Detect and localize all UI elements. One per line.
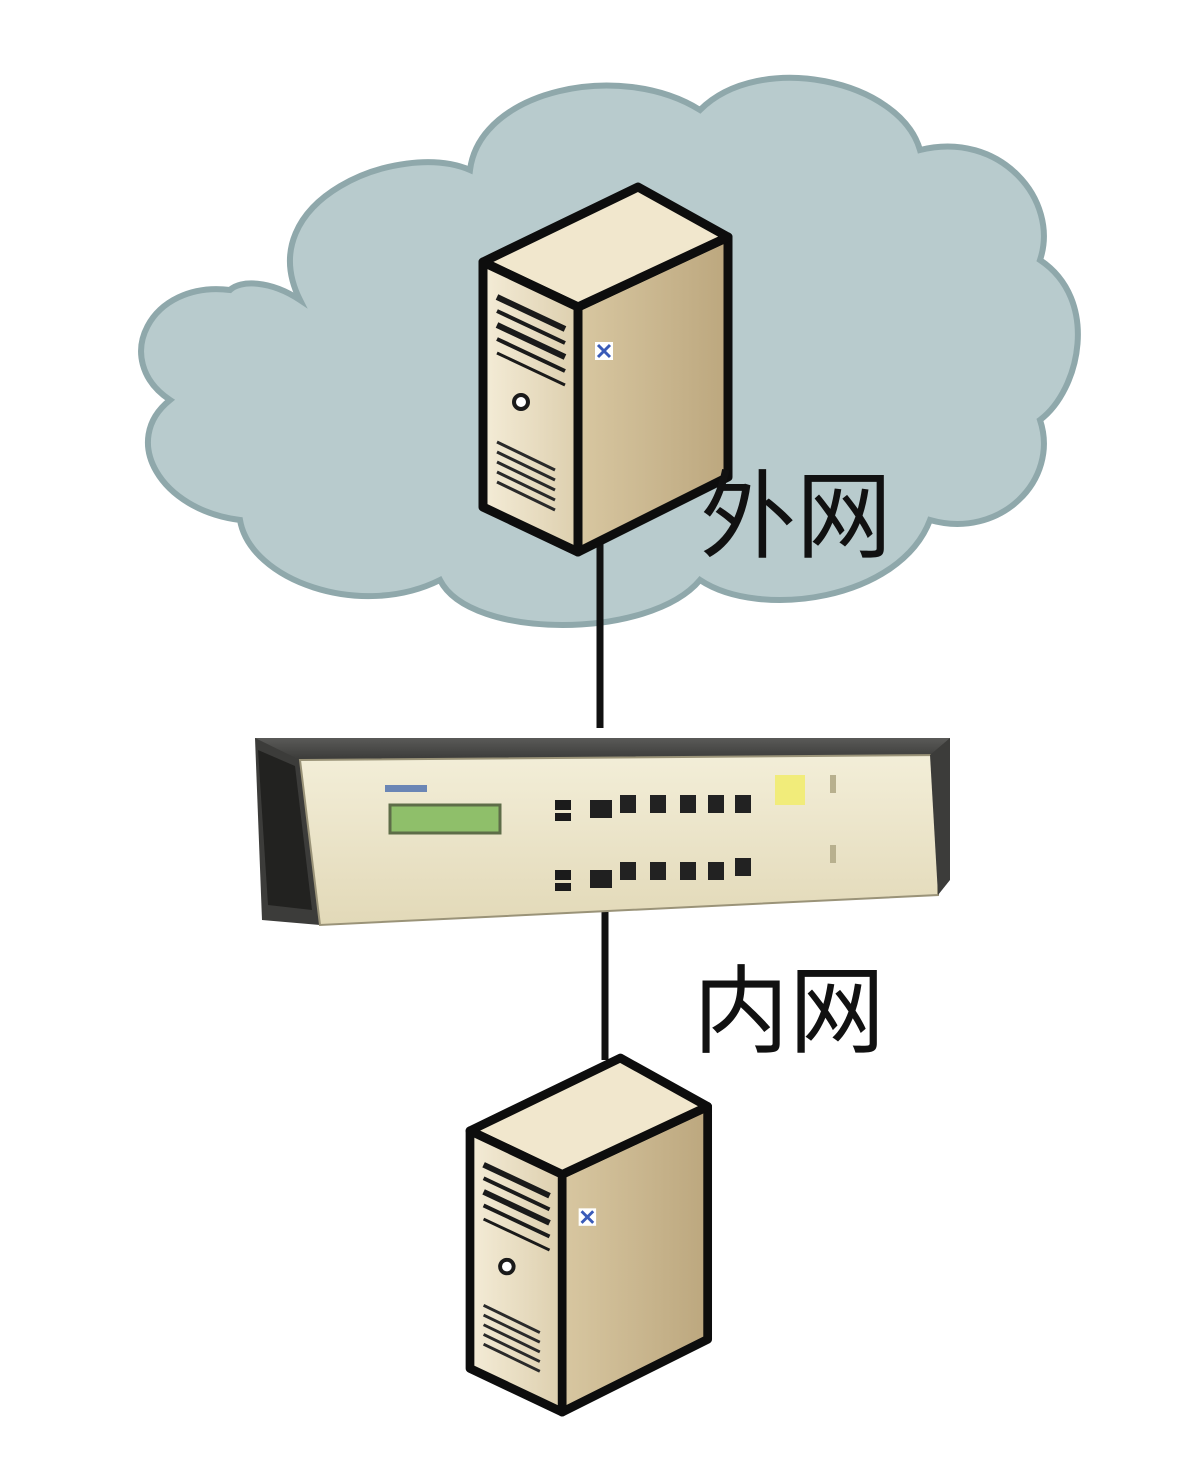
status-led	[775, 775, 805, 805]
lcd-display	[388, 803, 502, 835]
internal-server	[470, 1058, 708, 1412]
security-gateway-appliance	[255, 738, 950, 927]
internal-network-label: 内网	[693, 956, 885, 1068]
close-icon	[595, 342, 613, 360]
external-network-label: 外网	[700, 461, 892, 573]
close-icon	[578, 1208, 597, 1226]
external-server	[483, 187, 728, 552]
port-row-top	[555, 795, 751, 821]
port-row-bottom	[555, 858, 751, 891]
